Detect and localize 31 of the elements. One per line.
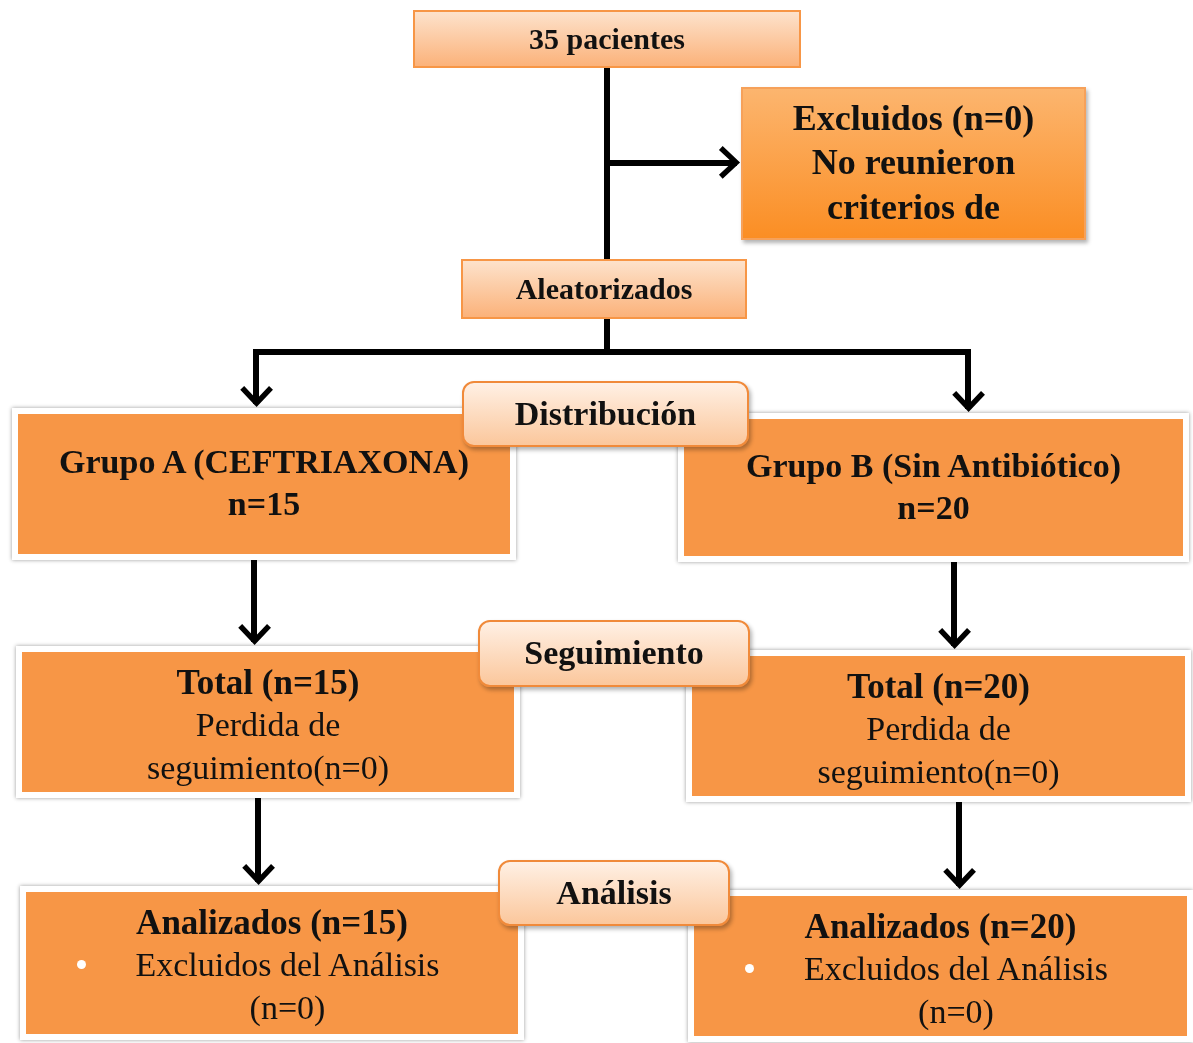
box-title: Analizados (n=15) xyxy=(136,902,408,944)
box-text: No reunieron criterios de xyxy=(810,141,1017,230)
box-title: Aleatorizados xyxy=(515,271,693,307)
process-box xyxy=(413,10,801,68)
box-title: Total (n=20) xyxy=(847,666,1030,708)
arrow xyxy=(604,68,740,180)
box-text: n=20 xyxy=(897,487,970,528)
arrow xyxy=(237,560,272,645)
stage-label xyxy=(462,381,749,447)
arrow xyxy=(241,798,276,885)
arrow xyxy=(937,562,972,649)
box-text: n=15 xyxy=(227,484,301,525)
process-box xyxy=(741,87,1086,240)
box-text: Perdida de seguimiento(n=0) xyxy=(146,705,390,788)
box-text: Excluidos del Análisis (n=0) xyxy=(134,945,441,1028)
box-text: Excluidos del Análisis (n=0) xyxy=(802,949,1110,1032)
arrow xyxy=(942,802,977,889)
box-title: Total (n=15) xyxy=(176,662,360,704)
stage-label xyxy=(498,860,730,926)
box-title: Distribución xyxy=(514,393,697,434)
box-title: Seguimiento xyxy=(524,633,704,674)
process-box xyxy=(461,259,747,319)
box-title: Grupo B (Sin Antibiótico) xyxy=(746,445,1121,486)
arrow xyxy=(604,319,986,412)
box-title: Analizados (n=20) xyxy=(804,906,1077,948)
stage-label xyxy=(478,620,750,687)
box-title: 35 pacientes xyxy=(529,21,685,57)
box-text: Perdida de seguimiento(n=0) xyxy=(816,709,1061,792)
box-title: Análisis xyxy=(556,872,672,913)
box-title: Grupo A (CEFTRIAXONA) xyxy=(59,442,469,483)
box-title: Excluidos (n=0) xyxy=(792,96,1035,140)
